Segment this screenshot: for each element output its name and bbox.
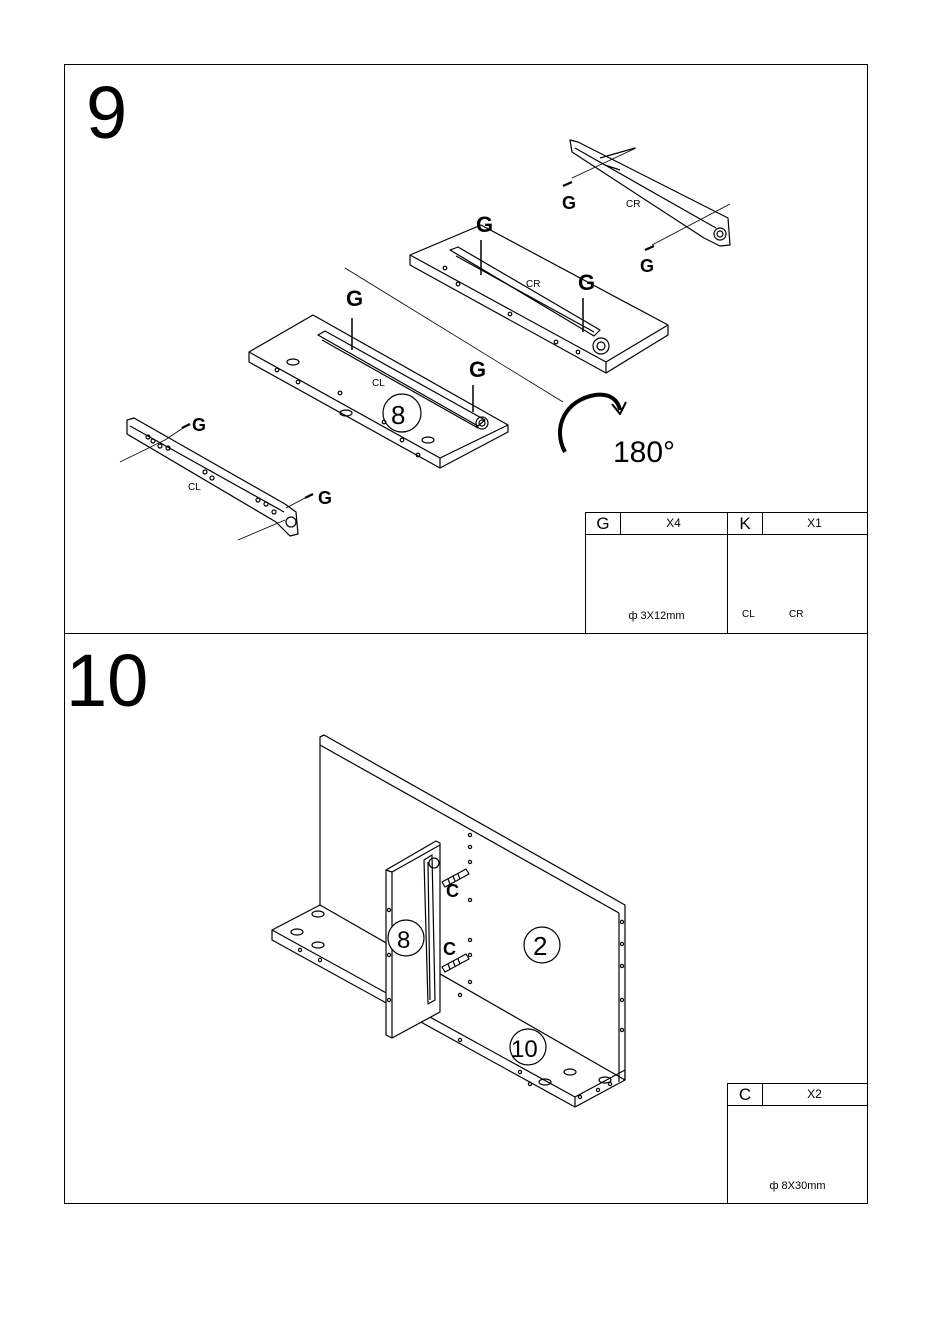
label-c: C [446, 881, 459, 901]
rail-cl-bottom [127, 418, 298, 536]
screw-icon [182, 424, 190, 428]
screw-icon [305, 494, 313, 498]
panel-number-10: 10 [511, 1036, 538, 1063]
panel-10 [272, 905, 625, 1107]
panel-8-side [386, 841, 440, 1038]
panel-2 [320, 735, 625, 1082]
label-cr: CR [526, 279, 540, 290]
label-g: G [192, 415, 206, 435]
part-letter: K [728, 513, 763, 534]
label-g: G [469, 357, 486, 382]
label-g: G [578, 270, 595, 295]
part-qty: X1 [762, 513, 867, 534]
parts-box-c: C X2 ф 8X30mm [727, 1083, 868, 1204]
label-cr: CR [626, 199, 640, 210]
part-letter: C [728, 1084, 763, 1105]
panel-number-2: 2 [533, 931, 547, 961]
screw-icon [563, 182, 572, 186]
label-cl: CL [188, 482, 201, 493]
label-cl: CL [372, 378, 385, 389]
part-spec: ф 8X30mm [728, 1180, 867, 1192]
label-g: G [562, 193, 576, 213]
label-c: C [443, 939, 456, 959]
part-sub-cl: CL [742, 609, 755, 620]
panel-8-board [249, 315, 508, 468]
part-sub-cr: CR [789, 609, 803, 620]
part-qty: X4 [620, 513, 727, 534]
part-letter: G [586, 513, 621, 534]
rail-cr-top [570, 140, 730, 246]
part-qty: X2 [762, 1084, 867, 1105]
board-upper [410, 225, 668, 373]
label-g: G [346, 286, 363, 311]
parts-box-g: G X4 ф 3X12mm [585, 512, 728, 634]
screw-icon [645, 246, 654, 250]
rotation-label: 180° [613, 436, 675, 469]
parts-box-k: K X1 CL CR [727, 512, 868, 634]
part-spec: ф 3X12mm [586, 610, 727, 622]
panel-number-8: 8 [391, 400, 405, 430]
label-g: G [318, 488, 332, 508]
panel-number-8: 8 [397, 927, 410, 954]
label-g: G [476, 212, 493, 237]
label-g: G [640, 256, 654, 276]
